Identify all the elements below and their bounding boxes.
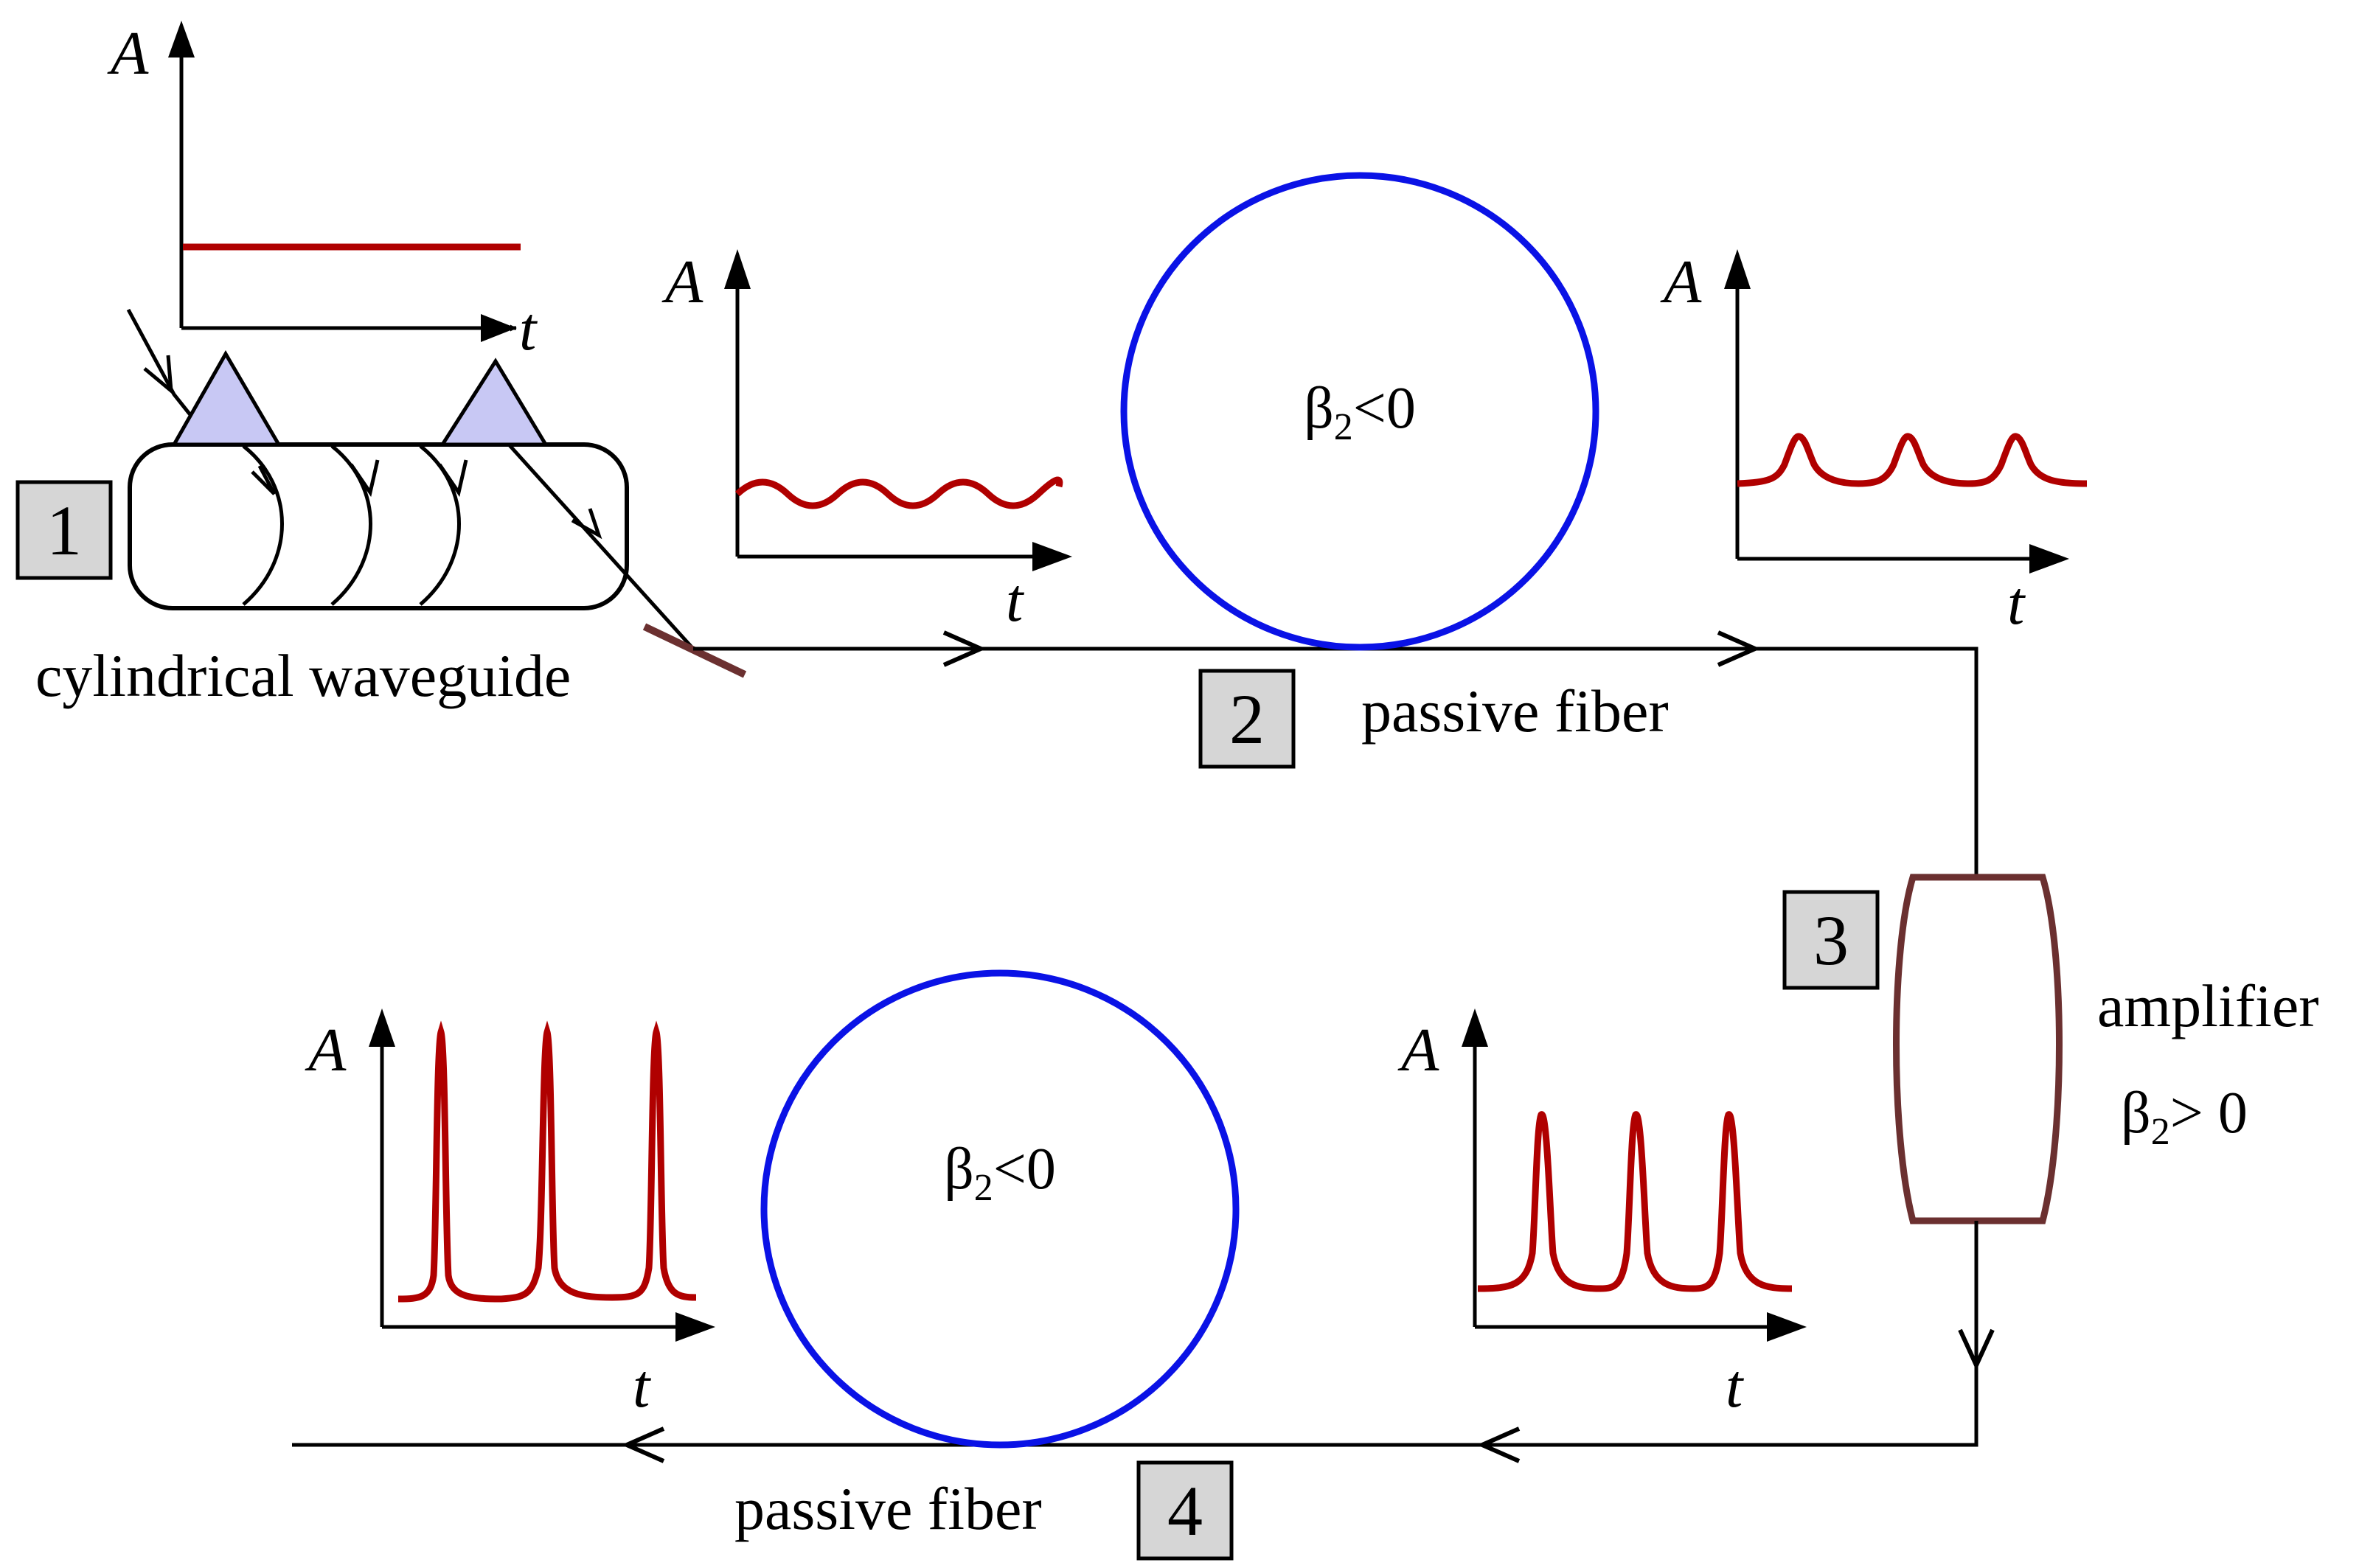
- fiber-loop-top: [1120, 172, 1599, 651]
- plot-input: A t: [107, 19, 538, 363]
- waveguide-block: [126, 308, 747, 678]
- plot-head-x: [481, 314, 516, 342]
- y-axis-label: A: [1660, 248, 1702, 316]
- beta-subscript: 2: [2151, 1111, 2170, 1153]
- plot-head-x: [1767, 1312, 1807, 1342]
- plot-head-y: [1462, 1008, 1488, 1047]
- signal-trace: [397, 1020, 697, 1303]
- plot-head-y: [1724, 249, 1751, 289]
- plot-after-fiber-top: A t: [1660, 248, 2088, 638]
- stage-number-3: 3: [1813, 901, 1849, 980]
- dispersion-relation: <0: [1353, 376, 1416, 441]
- plot-head-x: [675, 1312, 715, 1342]
- arrow-icon: [143, 355, 173, 395]
- arrow-icon: [942, 630, 987, 667]
- fiber-bottom-label: passive fiber: [734, 1475, 1042, 1542]
- stage-box-1: [15, 480, 113, 580]
- amplifier-label: amplifier: [2097, 972, 2319, 1039]
- arrow-icon: [1476, 1426, 1521, 1463]
- waveguide-body: [128, 442, 629, 610]
- signal-trace: [734, 476, 1063, 509]
- dispersion-top: β2<0: [1304, 376, 1416, 448]
- plot-head-x: [2029, 544, 2069, 574]
- stage-box-4: [1136, 1460, 1234, 1561]
- beta-symbol: β: [944, 1137, 974, 1202]
- amplifier-body: [1893, 874, 2063, 1224]
- dispersion-relation: <0: [993, 1137, 1056, 1202]
- plot-after-amplifier: A t: [1397, 1008, 1807, 1421]
- arrow-icon: [251, 464, 277, 495]
- fiber-loop-bottom: [760, 969, 1240, 1449]
- waveguide-ray-curve-1: [242, 445, 284, 606]
- y-axis-label: A: [661, 248, 703, 316]
- plot-head-y: [369, 1008, 395, 1047]
- x-axis-label: t: [519, 295, 538, 363]
- beta-subscript: 2: [1334, 406, 1353, 448]
- plot-head-y: [168, 21, 195, 58]
- fiber-top-line: [693, 647, 1978, 877]
- plot-output: A t: [305, 1008, 715, 1421]
- stage-number-2: 2: [1229, 680, 1265, 759]
- beta-symbol: β: [1304, 376, 1334, 441]
- stage-box-2: [1198, 669, 1296, 769]
- waveguide-label: cylindrical waveguide: [35, 642, 571, 709]
- dispersion-amplifier: β2> 0: [2121, 1081, 2248, 1153]
- prism-icon: [439, 358, 549, 447]
- arrow-icon: [1717, 630, 1761, 667]
- stage-box-3: [1782, 890, 1880, 990]
- signal-trace: [1477, 1111, 1793, 1292]
- waveguide-ray-curve-2: [330, 445, 372, 606]
- dispersion-relation: > 0: [2170, 1081, 2248, 1146]
- arrow-icon: [1958, 1328, 1995, 1371]
- arrow-icon: [437, 459, 468, 498]
- x-axis-label: t: [1006, 566, 1025, 635]
- arrow-icon: [621, 1426, 665, 1463]
- beta-symbol: β: [2121, 1081, 2151, 1146]
- plot-after-waveguide: A t: [661, 248, 1072, 635]
- y-axis-label: A: [107, 19, 149, 88]
- waveguide-ray-curve-3: [419, 445, 461, 606]
- y-axis-label: A: [1397, 1016, 1439, 1084]
- fiber-top-label: passive fiber: [1361, 677, 1669, 745]
- signal-trace: [1737, 433, 2088, 487]
- stage-number-4: 4: [1167, 1471, 1203, 1550]
- prism-icon: [170, 349, 282, 447]
- output-ray: [507, 443, 695, 650]
- plot-head-y: [724, 249, 751, 289]
- dispersion-bottom: β2<0: [944, 1137, 1056, 1209]
- arrow-icon: [349, 459, 380, 498]
- plot-head-x: [1032, 542, 1072, 571]
- x-axis-label: t: [633, 1352, 652, 1421]
- beta-subscript: 2: [974, 1167, 993, 1209]
- stage-number-1: 1: [46, 491, 82, 570]
- x-axis-label: t: [1726, 1352, 1745, 1421]
- y-axis-label: A: [305, 1016, 347, 1084]
- x-axis-label: t: [2007, 569, 2026, 638]
- arrow-icon: [571, 508, 602, 540]
- fiber-bottom-line: [292, 1221, 1978, 1447]
